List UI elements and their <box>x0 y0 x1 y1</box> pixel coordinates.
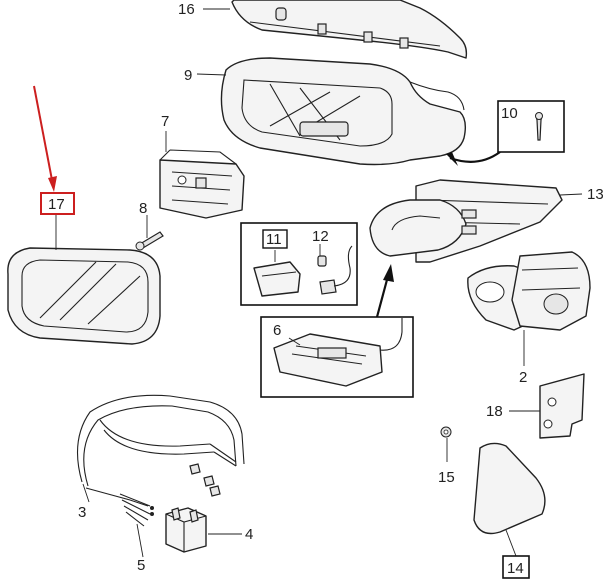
label-3: 3 <box>78 504 86 521</box>
label-12: 12 <box>312 228 329 245</box>
part-11-12-box[interactable] <box>240 222 358 306</box>
label-6: 6 <box>273 322 281 339</box>
part-15-nut[interactable] <box>440 426 452 438</box>
assembly-arrow-housing <box>449 151 501 163</box>
label-11-box <box>262 229 288 249</box>
part-5-wires[interactable] <box>119 493 154 527</box>
label-10: 10 <box>501 105 518 122</box>
label-17: 17 <box>48 196 65 213</box>
part-2-pivot[interactable] <box>467 251 591 331</box>
label-4: 4 <box>245 526 253 543</box>
label-16: 16 <box>178 1 195 18</box>
label-11: 11 <box>266 231 282 248</box>
assembly-arrow-housing-head <box>446 152 458 166</box>
part-labels: 16 9 10 7 8 13 17 11 12 6 2 18 15 3 4 5 … <box>48 1 604 579</box>
label-14-box <box>502 555 530 579</box>
label-7: 7 <box>161 113 169 130</box>
part-17-mirror-glass[interactable] <box>7 247 161 345</box>
part-16-housing-cover[interactable] <box>231 0 468 59</box>
part-3-cable[interactable] <box>77 394 245 507</box>
label-5: 5 <box>137 557 145 574</box>
highlight-arrow <box>33 85 57 192</box>
part-18-gasket[interactable] <box>539 373 585 439</box>
label-18: 18 <box>486 403 503 420</box>
label-14: 14 <box>507 560 524 577</box>
label-2: 2 <box>519 369 527 386</box>
part-7-motor-unit[interactable] <box>159 149 245 219</box>
part-4-connector[interactable] <box>165 507 207 553</box>
label-13: 13 <box>587 186 604 203</box>
part-6-box[interactable] <box>260 316 414 398</box>
assembly-arrow-mount <box>375 264 394 318</box>
part-9-mirror-housing[interactable] <box>220 57 467 166</box>
label-15: 15 <box>438 469 455 486</box>
label-8: 8 <box>139 200 147 217</box>
part-13-bracket[interactable] <box>369 179 563 263</box>
part-10-box[interactable] <box>497 100 565 153</box>
part-14-cover[interactable] <box>473 442 546 535</box>
leader-lines <box>55 8 583 558</box>
part-8-screw[interactable] <box>135 231 164 251</box>
label-9: 9 <box>184 67 192 84</box>
part-17-label-box <box>40 192 75 215</box>
